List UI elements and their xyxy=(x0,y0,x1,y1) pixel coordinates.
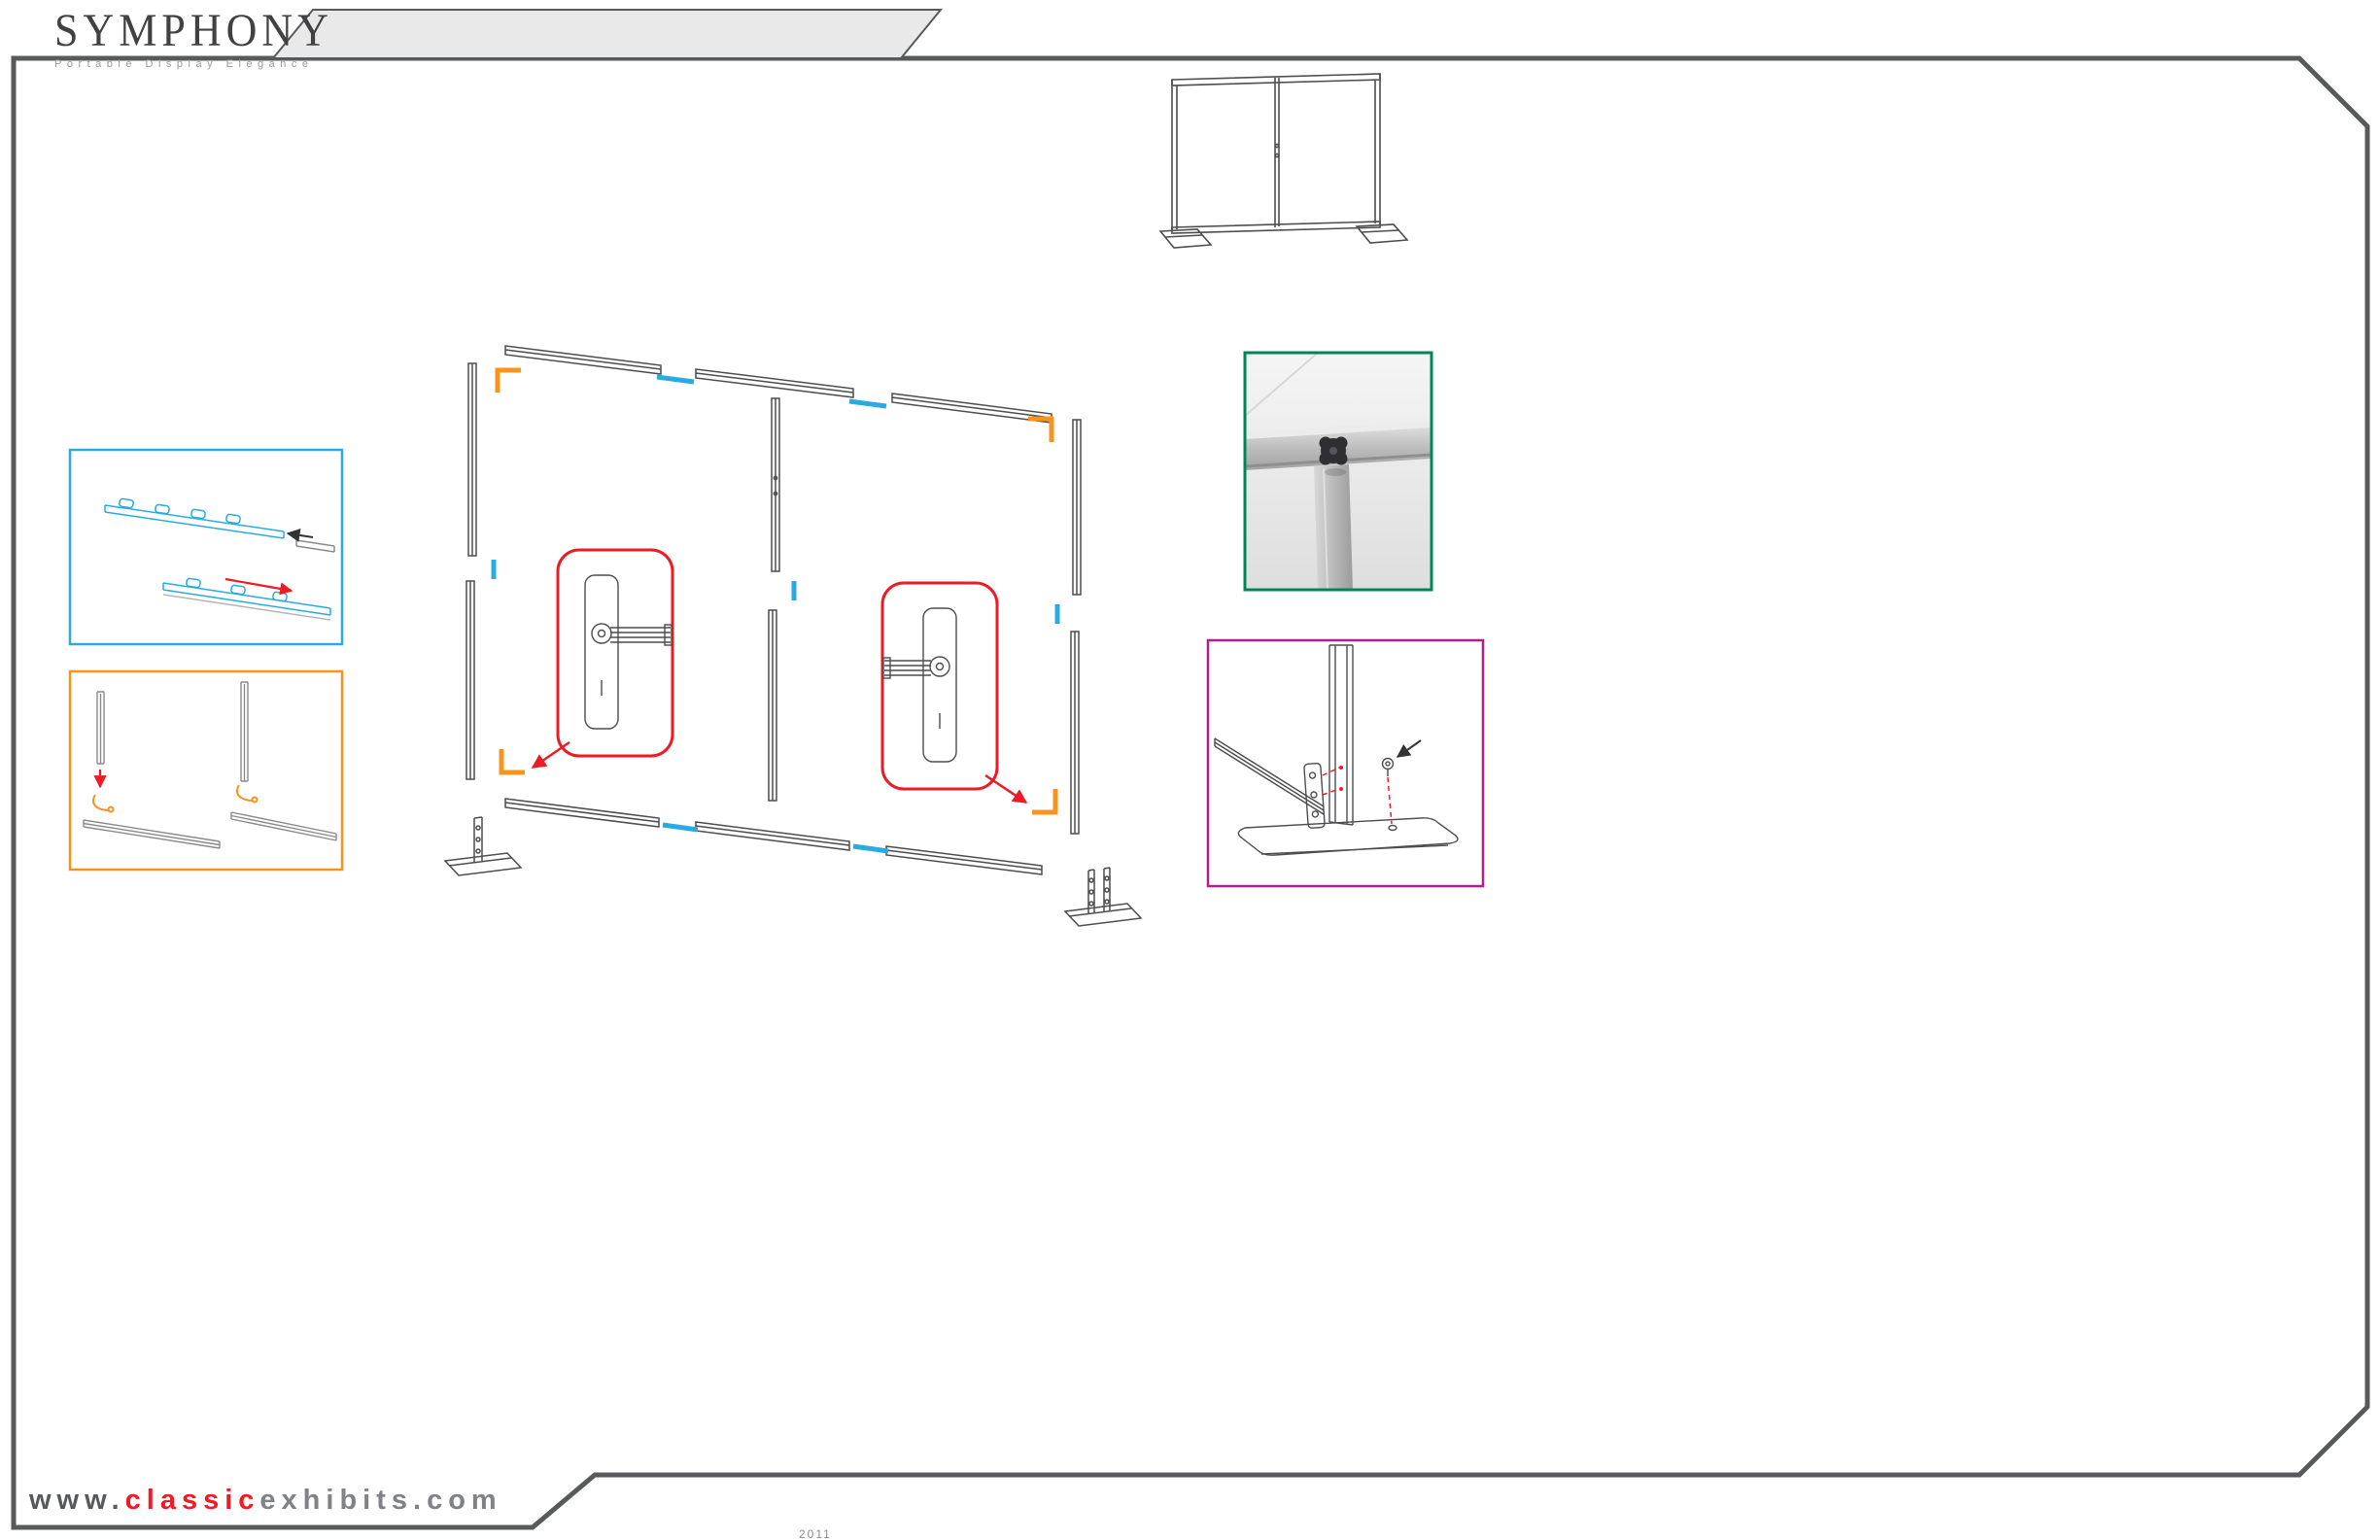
assembled-foot-left xyxy=(1158,228,1213,249)
corner-clip-left xyxy=(91,794,115,813)
corner-brackets xyxy=(495,367,1058,815)
base-plate xyxy=(1237,817,1459,856)
exploded-frame-drawing xyxy=(443,345,1143,927)
bottom-rails xyxy=(504,798,1043,875)
insert-direction-arrow xyxy=(286,528,314,542)
connector-callout-right xyxy=(880,581,999,791)
alignment-leaders xyxy=(1322,767,1393,825)
website-www: www. xyxy=(29,1485,125,1516)
website-classic: classic xyxy=(124,1485,260,1516)
corner-base-detail-box xyxy=(68,669,344,872)
sheet-revision-note: 2011 xyxy=(799,1527,832,1540)
brand-logo: SYMPHONY Portable Display Elegance xyxy=(54,4,333,70)
upright-post xyxy=(1328,644,1354,826)
website-url: www.classicexhibits.com xyxy=(29,1485,502,1517)
strap-highlight xyxy=(1323,467,1328,591)
base-hole xyxy=(1388,824,1397,832)
rail-clip-upper xyxy=(104,497,285,539)
knob-photo-detail-box xyxy=(1243,351,1433,592)
knob-shadow xyxy=(1325,468,1346,476)
vertical-strap-photo xyxy=(1314,464,1353,590)
thumb-screw-icon xyxy=(1381,757,1395,776)
assembled-frame-drawing xyxy=(1158,73,1409,249)
top-rails xyxy=(504,345,1052,424)
connector-callout-left xyxy=(556,548,674,758)
page-border xyxy=(11,55,2370,1530)
vertical-posts xyxy=(466,362,1082,835)
website-exhibits: exhibits.com xyxy=(259,1485,502,1516)
rail-clip-detail-box xyxy=(68,448,344,646)
photo-background-edge xyxy=(1244,352,1319,417)
attachment-knob-icon xyxy=(1319,436,1348,465)
assembled-foot-right xyxy=(1355,223,1409,244)
post-hole-mark xyxy=(1339,787,1343,791)
splice-marks xyxy=(491,374,1060,854)
rail-insert-piece xyxy=(295,539,335,553)
post-hole-mark xyxy=(1339,766,1343,770)
callout-arrow-right xyxy=(984,773,1028,804)
callout-arrow-left xyxy=(531,740,570,770)
base-attachment-detail-box xyxy=(1206,638,1485,888)
frame-foot-right xyxy=(1063,867,1143,927)
corner-clip-right xyxy=(235,784,259,804)
slide-direction-arrow xyxy=(224,577,293,596)
horizontal-bar-photo xyxy=(1245,421,1431,440)
brand-logo-title: SYMPHONY xyxy=(54,4,333,56)
corner-detail-left xyxy=(83,691,221,849)
title-banner xyxy=(270,9,944,59)
screw-pointer-arrow xyxy=(1396,739,1422,758)
frame-foot-left xyxy=(443,816,523,876)
brand-logo-tagline: Portable Display Elegance xyxy=(54,58,314,70)
attachment-bracket-plate xyxy=(1303,763,1326,829)
corner-detail-right xyxy=(230,681,337,841)
